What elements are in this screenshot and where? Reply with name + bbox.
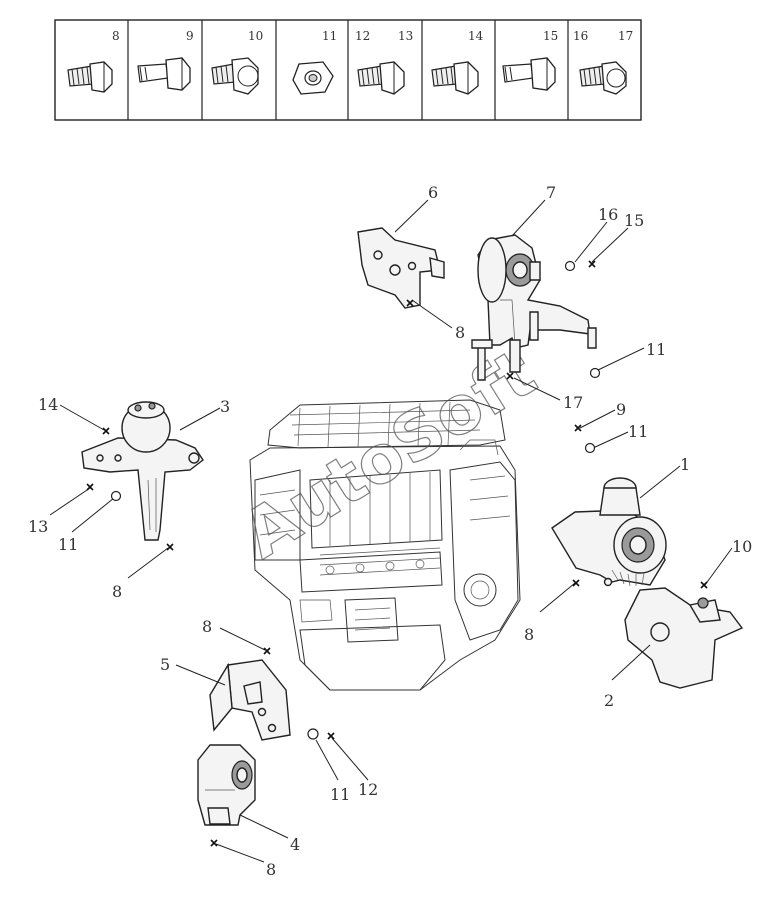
legend-label-11: 11 [322, 29, 337, 43]
callout-11-right: 11 [628, 422, 648, 441]
part-2-bracket [624, 587, 744, 689]
legend-label-10: 10 [248, 29, 263, 43]
callout-5: 5 [160, 655, 170, 674]
callout-11-top: 11 [646, 340, 666, 359]
leader-lines [49, 199, 733, 863]
legend-label-13: 13 [398, 29, 413, 43]
part-3-engine-mount [81, 401, 204, 541]
engine-block [249, 399, 521, 691]
bolt-14-icon [431, 61, 479, 95]
callout-16: 16 [598, 205, 618, 224]
legend-label-15: 15 [543, 29, 558, 43]
legend-label-16: 16 [573, 29, 588, 43]
callout-labels: 6 7 16 15 8 11 17 14 3 13 11 8 9 11 1 8 … [28, 183, 752, 879]
bolt-10-icon [211, 57, 259, 95]
watermark-text: AutoSoft [230, 334, 549, 573]
callout-14: 14 [38, 395, 58, 414]
callout-8-top: 8 [455, 323, 465, 342]
callout-9: 9 [616, 400, 626, 419]
legend-label-8: 8 [112, 29, 120, 43]
callout-8-bottom: 8 [266, 860, 276, 879]
nut-11-icon [292, 61, 334, 95]
bolt-15-icon [502, 57, 556, 91]
callout-10: 10 [732, 537, 752, 556]
legend-label-12: 12 [355, 29, 370, 43]
callout-17: 17 [563, 393, 583, 412]
fastener-markers [86, 260, 708, 847]
callout-8-mid: 8 [202, 617, 212, 636]
callout-8-right: 8 [524, 625, 534, 644]
callout-15: 15 [624, 211, 644, 230]
callout-2: 2 [604, 691, 614, 710]
legend-label-17: 17 [618, 29, 633, 43]
callout-8-left: 8 [112, 582, 122, 601]
part-4-engine-mount [197, 744, 256, 826]
part-6-bracket [357, 227, 445, 309]
callout-11-bottom: 11 [330, 785, 350, 804]
bolt-9-icon [137, 57, 191, 91]
callout-13: 13 [28, 517, 48, 536]
fastener-legend-strip: 8 9 10 11 12 13 14 15 16 17 [54, 19, 642, 121]
part-5-bracket [209, 659, 291, 741]
part-7-bolts [471, 327, 597, 381]
legend-label-9: 9 [186, 29, 194, 43]
watermark: AutoSoft [229, 334, 549, 574]
callout-7: 7 [546, 183, 556, 202]
legend-label-14: 14 [468, 29, 484, 43]
part-1-engine-mount [551, 477, 667, 587]
callout-1: 1 [680, 455, 690, 474]
callout-6: 6 [428, 183, 438, 202]
part-7-engine-mount [477, 234, 591, 349]
callout-12: 12 [358, 780, 378, 799]
bolt-8-icon [67, 61, 113, 93]
callout-3: 3 [220, 397, 230, 416]
bolt-12-13-icon [357, 61, 405, 95]
bolt-16-17-icon [579, 61, 627, 95]
callout-4: 4 [290, 835, 300, 854]
callout-11-left: 11 [58, 535, 78, 554]
